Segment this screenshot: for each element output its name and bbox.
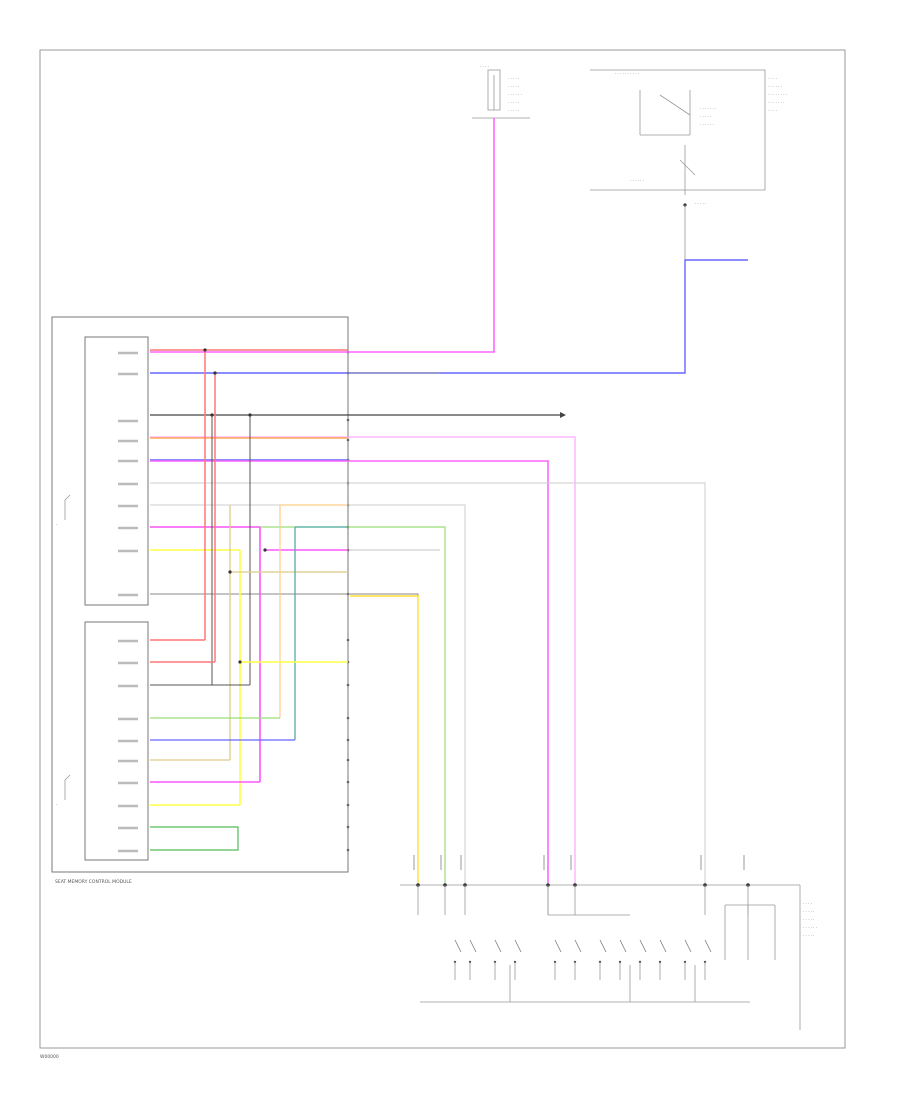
connector-c2: [84, 621, 149, 861]
wire-yellow-2: [350, 595, 419, 883]
diagram-frame: [39, 49, 846, 1049]
wire-grey-1: [150, 482, 706, 883]
module-caption: SEAT MEMORY CONTROL MODULE: [55, 879, 132, 885]
ground-symbol-upper: ·: [56, 494, 71, 527]
junction-dots: [203, 348, 267, 664]
svg-text:· · · ·: · · · ·: [480, 64, 489, 69]
svg-text:· · · · · · · · · ·: · · · · · · · · · ·: [615, 71, 639, 76]
svg-text:· · · · ·: · · · · ·: [803, 909, 814, 914]
svg-text:· · · · ·: · · · · ·: [508, 76, 519, 81]
wire-grey-2: [150, 504, 466, 883]
svg-text:·: ·: [56, 802, 57, 807]
switch-contacts: [453, 939, 712, 980]
connector-c1: [84, 336, 149, 606]
svg-text:· · · · · ·: · · · · · ·: [803, 925, 817, 930]
wire-dark-2: [150, 593, 419, 883]
bottom-connector-pins: [413, 855, 750, 915]
seat-switch-caption: · · · · · · · · · · · · · · · · · · · · …: [803, 901, 817, 938]
svg-text:· · · · · · · ·: · · · · · · · ·: [768, 92, 787, 97]
wire-green-1: [150, 526, 446, 883]
svg-text:· · · · ·: · · · · ·: [803, 933, 814, 938]
svg-text:· · · · · ·: · · · · · ·: [630, 178, 644, 183]
svg-text:· · · · ·: · · · · ·: [695, 201, 706, 206]
svg-text:· · · · ·: · · · · ·: [700, 114, 711, 119]
wires: [150, 118, 748, 883]
svg-text:· · · ·: · · · ·: [768, 76, 777, 81]
pin-labels: [118, 350, 350, 853]
wire-pink-3: [150, 460, 549, 883]
wire-pink-2: [150, 436, 576, 883]
svg-text:· · · · ·: · · · · ·: [508, 108, 519, 113]
svg-text:· · · · ·: · · · · ·: [508, 100, 519, 105]
svg-text:· · · · · · ·: · · · · · · ·: [700, 106, 717, 111]
svg-text:·: ·: [56, 522, 57, 527]
svg-text:· · · · ·: · · · · ·: [803, 917, 814, 922]
svg-text:· · · · · · ·: · · · · · · ·: [768, 100, 785, 105]
svg-text:· · · · · ·: · · · · · ·: [768, 84, 782, 89]
wire-pink-feed: [150, 118, 495, 353]
diagram-id: W00000: [40, 1054, 59, 1060]
svg-text:· · · · · ·: · · · · · ·: [508, 92, 522, 97]
svg-text:· · · · ·: · · · · ·: [508, 84, 519, 89]
svg-text:· · · ·: · · · ·: [803, 901, 812, 906]
ground-symbol-lower: ·: [56, 774, 71, 807]
svg-text:· · · · · ·: · · · · · ·: [700, 122, 714, 127]
ignition-switch: · · · · · · · · · · · · · · · · · · · · …: [590, 69, 787, 207]
seat-switch-assembly: [400, 884, 801, 1030]
svg-text:· · · ·: · · · ·: [768, 108, 777, 113]
fuse-block: · · · · · · · · · · · · · · · · · · · · …: [472, 64, 530, 119]
